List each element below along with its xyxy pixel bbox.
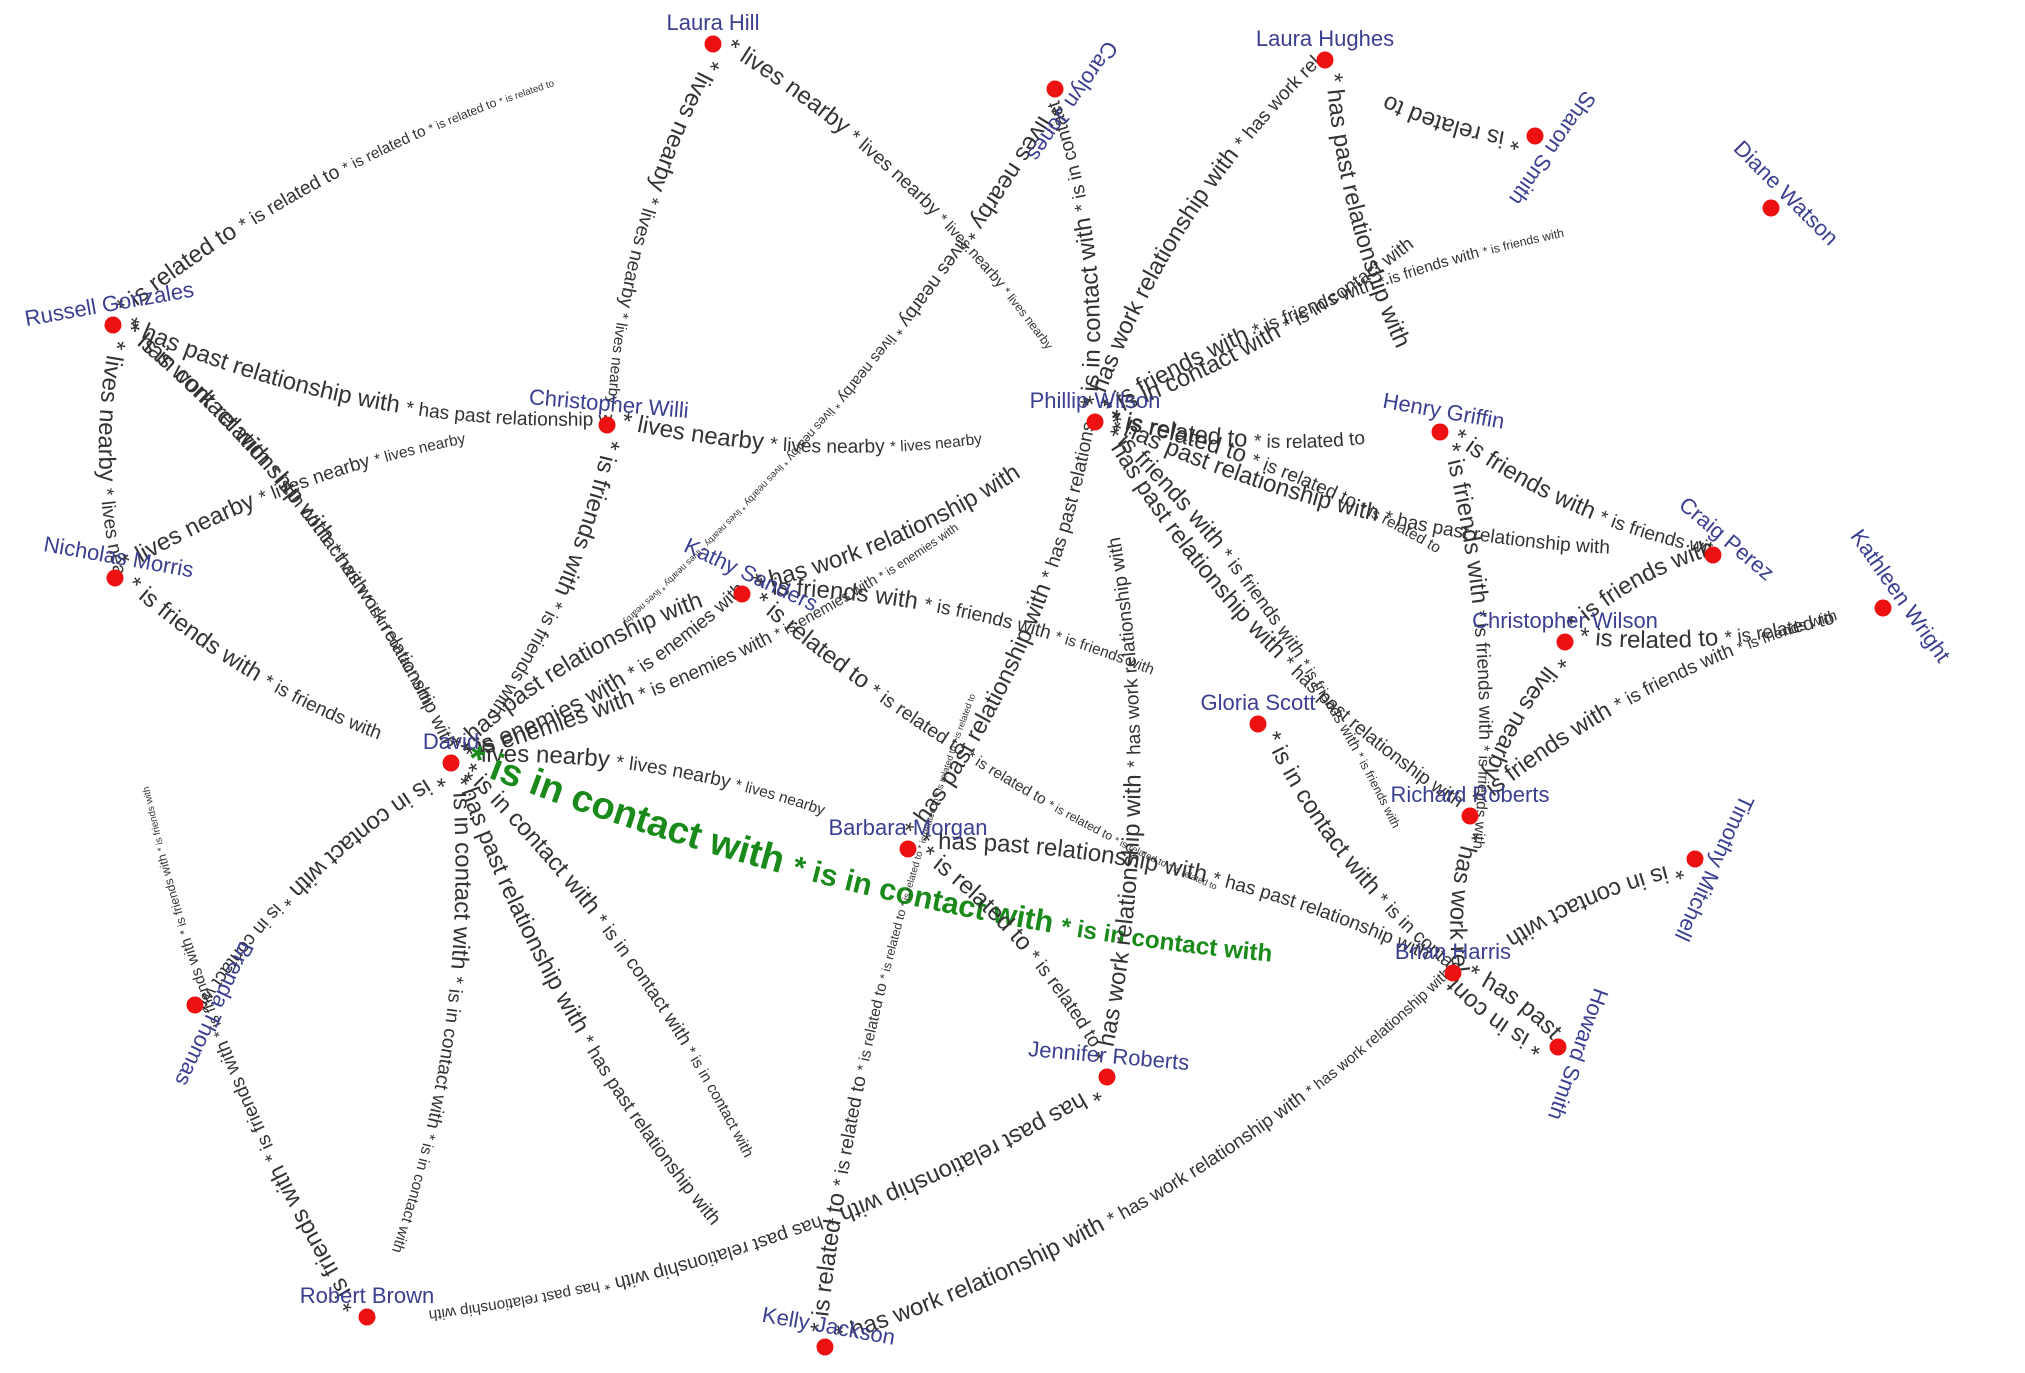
node-dot[interactable]: [704, 35, 722, 53]
node-name-label: Gloria Scott: [1201, 690, 1316, 715]
node-dot[interactable]: [1556, 633, 1574, 651]
person-node[interactable]: Robert Brown: [300, 1283, 435, 1326]
node-dot[interactable]: [1526, 127, 1544, 145]
node-dot[interactable]: [104, 316, 122, 334]
node-dot[interactable]: [598, 416, 616, 434]
node-dot[interactable]: [816, 1338, 834, 1356]
node-name-label: Barbara Morgan: [829, 815, 988, 840]
node-name-label: David: [423, 729, 479, 754]
node-dot[interactable]: [1704, 546, 1722, 564]
person-node[interactable]: Laura Hill: [667, 10, 760, 53]
node-dot[interactable]: [899, 840, 917, 858]
node-dot[interactable]: [733, 585, 751, 603]
person-node[interactable]: David: [423, 729, 479, 772]
node-dot[interactable]: [358, 1308, 376, 1326]
node-dot[interactable]: [1046, 80, 1064, 98]
node-dot[interactable]: [106, 569, 124, 587]
node-dot[interactable]: [1762, 199, 1780, 217]
node-name-label: Laura Hill: [667, 10, 760, 35]
node-name-label: Christopher Wilson: [1472, 608, 1658, 633]
person-node[interactable]: Richard Roberts: [1391, 782, 1550, 825]
node-dot[interactable]: [1086, 413, 1104, 431]
node-dot[interactable]: [1461, 807, 1479, 825]
node-name-label: Robert Brown: [300, 1283, 435, 1308]
node-dot[interactable]: [442, 754, 460, 772]
person-node[interactable]: Barbara Morgan: [829, 815, 988, 858]
node-dot[interactable]: [1444, 964, 1462, 982]
person-node[interactable]: Gloria Scott: [1201, 690, 1316, 733]
node-dot[interactable]: [1686, 850, 1704, 868]
node-name-label: Laura Hughes: [1256, 26, 1394, 51]
node-dot[interactable]: [1249, 715, 1267, 733]
node-name-label: Richard Roberts: [1391, 782, 1550, 807]
node-name-label: Phillip Wilson: [1030, 388, 1161, 413]
person-node[interactable]: Christopher Wilson: [1472, 608, 1658, 651]
node-dot[interactable]: [1549, 1038, 1567, 1056]
node-name-label: Brian Harris: [1395, 939, 1511, 964]
node-dot[interactable]: [1431, 423, 1449, 441]
node-dot[interactable]: [1098, 1068, 1116, 1086]
node-dot[interactable]: [1316, 51, 1334, 69]
node-dot[interactable]: [1874, 599, 1892, 617]
person-node[interactable]: Laura Hughes: [1256, 26, 1394, 69]
node-dot[interactable]: [186, 996, 204, 1014]
person-node[interactable]: Brian Harris: [1395, 939, 1511, 982]
person-node[interactable]: Phillip Wilson: [1030, 388, 1161, 431]
